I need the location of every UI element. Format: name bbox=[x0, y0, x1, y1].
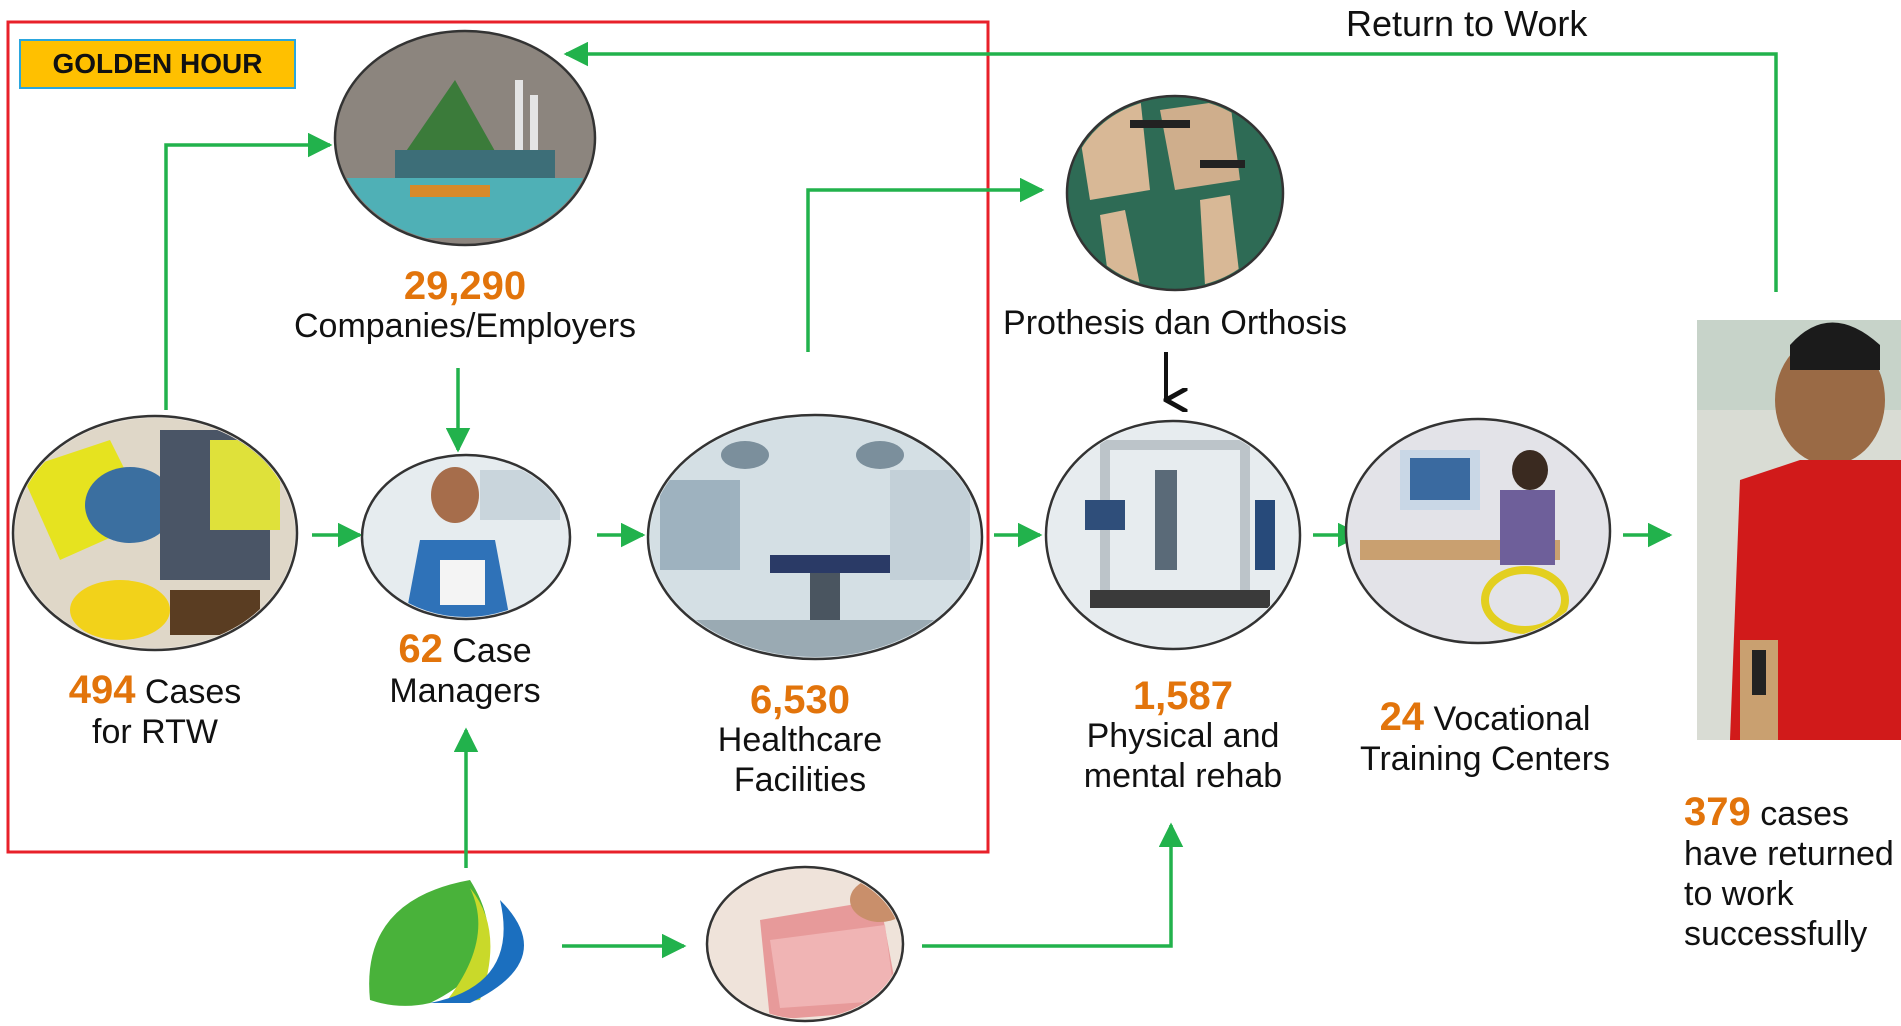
arrow-return-to-work bbox=[563, 41, 1778, 292]
vocational-text-1: Vocational bbox=[1433, 700, 1591, 738]
rehab-number: 1,587 bbox=[1132, 674, 1234, 718]
vocational-text-2: Training Centers bbox=[1359, 740, 1611, 778]
returned-text-1: cases bbox=[1760, 795, 1850, 833]
cases-label: 494 Cases for RTW bbox=[30, 670, 280, 752]
cases-text-2: for RTW bbox=[92, 713, 218, 751]
case-managers-text-2: Managers bbox=[389, 672, 541, 710]
returned-number: 379 bbox=[1684, 790, 1751, 834]
rehabilitation-treadmill-photo bbox=[1044, 419, 1302, 651]
injured-worker-photo bbox=[11, 414, 299, 652]
returned-text-2: have returned bbox=[1684, 835, 1894, 873]
industrial-factory-illustration bbox=[333, 29, 597, 247]
case-managers-number: 62 bbox=[398, 627, 443, 671]
rehab-text-2: mental rehab bbox=[1083, 757, 1283, 795]
bpjs-leaf-logo bbox=[369, 880, 524, 1006]
returned-label: 379 cases have returned to work successf… bbox=[1684, 792, 1894, 954]
companies-text: Companies/Employers bbox=[293, 307, 637, 345]
golden-hour-badge: GOLDEN HOUR bbox=[19, 39, 296, 89]
vocational-label: 24 Vocational Training Centers bbox=[1345, 697, 1625, 779]
case-manager-photo bbox=[360, 453, 572, 621]
case-managers-label: 62 Case Managers bbox=[340, 629, 590, 711]
rehab-text-1: Physical and bbox=[1086, 717, 1280, 755]
healthcare-text-1: Healthcare bbox=[717, 721, 883, 759]
companies-label: 29,290 Companies/Employers bbox=[280, 266, 650, 346]
healthcare-number: 6,530 bbox=[749, 678, 851, 722]
arrow-money-to-rehab bbox=[922, 822, 1184, 948]
golden-hour-frame bbox=[6, 20, 990, 854]
arrow-cases-to-companies bbox=[164, 132, 333, 410]
return-to-work-label: Return to Work bbox=[1346, 3, 1588, 44]
worker-with-prosthetic-arm-photo bbox=[1697, 320, 1901, 740]
prosthesis-label: Prothesis dan Orthosis bbox=[990, 303, 1360, 343]
prosthetic-limbs-photo bbox=[1065, 94, 1285, 292]
healthcare-label: 6,530 Healthcare Facilities bbox=[680, 680, 920, 800]
healthcare-text-2: Facilities bbox=[733, 761, 867, 799]
prosthesis-text: Prothesis dan Orthosis bbox=[1003, 304, 1347, 342]
cases-number: 494 bbox=[68, 668, 136, 712]
companies-number: 29,290 bbox=[403, 264, 527, 308]
flow-arrows bbox=[164, 41, 1778, 959]
banknotes-photo bbox=[705, 865, 905, 1023]
returned-text-3: to work bbox=[1684, 875, 1794, 913]
rehab-label: 1,587 Physical and mental rehab bbox=[1063, 676, 1303, 796]
case-managers-text-1: Case bbox=[452, 632, 532, 670]
wheelchair-worker-computer-photo bbox=[1344, 417, 1612, 645]
returned-text-4: successfully bbox=[1684, 915, 1868, 953]
arrow-healthcare-to-prosthesis bbox=[806, 177, 1045, 352]
cases-text-1: Cases bbox=[144, 673, 242, 711]
vocational-number: 24 bbox=[1379, 695, 1425, 739]
operating-room-photo bbox=[646, 413, 984, 661]
